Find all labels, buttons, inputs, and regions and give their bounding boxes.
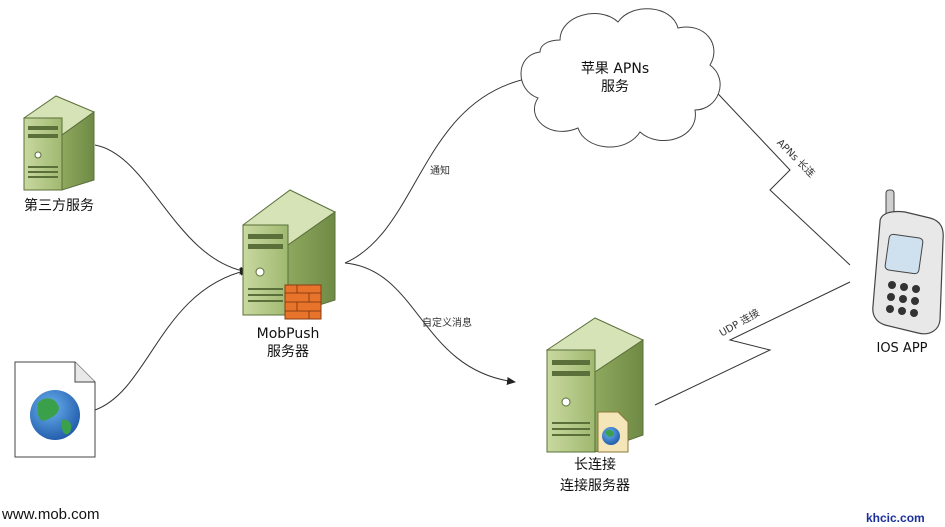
brand-watermark: khcic.com	[866, 511, 925, 525]
edge-apns-lightning	[704, 79, 851, 266]
ios-phone-icon	[872, 189, 944, 335]
edge-third-party-to-mobpush	[94, 144, 249, 275]
edge-mobpush-to-long-conn	[344, 262, 516, 385]
site-watermark: www.mob.com	[2, 506, 100, 523]
mobpush-label-line1: MobPush	[256, 326, 320, 342]
web-document-globe-icon	[14, 361, 96, 458]
mobpush-server-icon	[242, 189, 336, 320]
apns-cloud-icon	[520, 8, 721, 148]
edge-mobpush-to-apns	[344, 75, 531, 264]
apns-label-line2: 服务	[601, 79, 629, 95]
apns-label-line1: 苹果 APNs	[580, 61, 650, 77]
ios-app-label: IOS APP	[876, 341, 928, 356]
long-connection-server-icon	[545, 317, 645, 453]
third-party-server-icon	[22, 95, 96, 191]
edge-label-custom-message: 自定义消息	[422, 318, 472, 329]
long-conn-label-line1: 长连接	[574, 457, 616, 473]
edge-udp-lightning	[654, 281, 851, 406]
long-conn-label-line2: 连接服务器	[560, 478, 630, 494]
third-party-label: 第三方服务	[24, 198, 94, 214]
edge-globe-to-mobpush	[94, 267, 249, 411]
mobpush-label-line2: 服务器	[267, 344, 309, 360]
edge-label-notify: 通知	[430, 166, 450, 177]
